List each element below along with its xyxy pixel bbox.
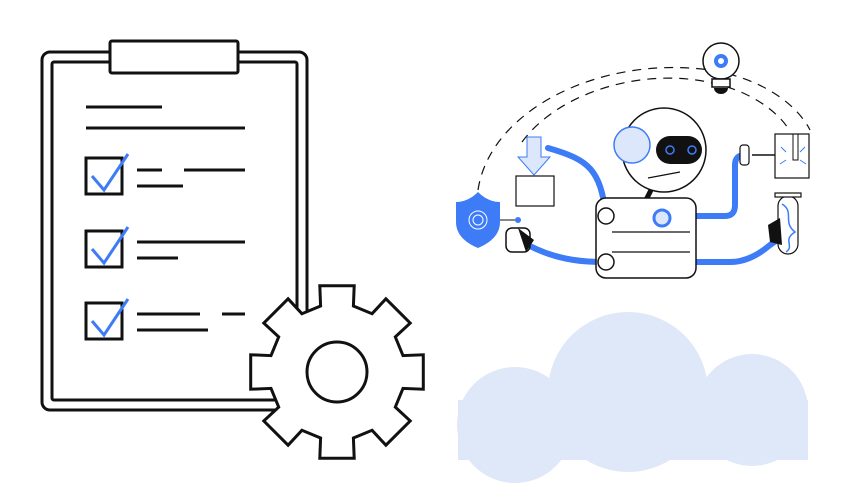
fingerprint-shield-icon xyxy=(456,192,521,248)
dashed-arcs xyxy=(477,66,811,191)
checkbox-3 xyxy=(84,298,245,341)
gear-icon xyxy=(249,284,425,460)
download-box-icon xyxy=(515,136,555,207)
dna-test-tube-icon xyxy=(768,192,802,255)
laser-panel-icon xyxy=(739,133,810,179)
robot xyxy=(595,107,707,279)
cloud xyxy=(457,312,808,483)
checkbox-1 xyxy=(84,153,245,196)
clipboard xyxy=(40,39,309,412)
lightbulb-gear-icon xyxy=(702,42,740,94)
robot-hand-left xyxy=(505,227,534,253)
checkbox-2 xyxy=(84,226,245,269)
